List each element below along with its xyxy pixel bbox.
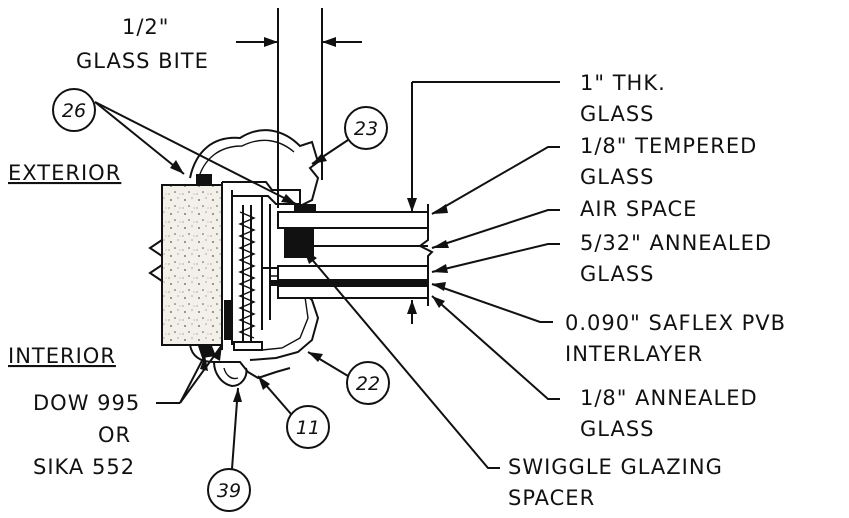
top-gasket [294,204,316,214]
arrow-pvb [432,282,446,291]
label-annealed-532-2: GLASS [580,262,654,286]
label-annealed-18-1: 1/8" ANNEALED [580,386,758,410]
glass-bite-dimension: 1/2" GLASS BITE [76,8,362,208]
arrow-tempered [432,204,448,214]
label-annealed-18-2: GLASS [580,417,654,441]
tempered-glass-lite [277,211,429,229]
exterior-cover-outline [189,129,320,207]
callout-11-circle [286,405,330,449]
label-air-space: AIR SPACE [580,197,697,221]
label-thk-1: 1" THK. [580,71,666,95]
thickness-arrowhead-bottom [407,300,417,314]
dimension-label: GLASS BITE [76,49,209,73]
thickness-dimension [407,81,560,324]
annealed-18-lite [277,285,429,299]
label-thk-2: GLASS [580,102,654,126]
callout-39-arrow [233,388,242,402]
thickness-arrowhead [407,198,417,212]
label-pvb-1: 0.090" SAFLEX PVB [565,311,786,335]
bottom-labels: DOW 995 OR SIKA 552 SWIGGLE GLAZING SPAC… [33,249,723,510]
callout-26: 26 [52,88,297,205]
arrow-air-space [432,240,449,248]
label-sealant-3: SIKA 552 [33,455,135,479]
swiggle-spacer [284,228,314,258]
bottom-clip-outline [189,344,291,380]
interior-label: INTERIOR [8,344,116,368]
pvb-interlayer [270,280,428,286]
label-annealed-532-1: 5/32" ANNEALED [580,231,772,255]
callout-39-circle [207,468,251,512]
glass-break-line [418,204,434,306]
callout-11-number: 11 [296,417,320,439]
arrow-annealed-18 [432,296,445,308]
right-labels: 1" THK. GLASS 1/8" TEMPERED GLASS AIR SP… [431,71,786,441]
arrow-annealed-532 [432,264,448,273]
label-pvb-2: INTERLAYER [565,342,703,366]
break-mark-upper [148,239,163,257]
callout-22: 22 [307,351,390,405]
callout-23-arrow [312,153,327,164]
callout-22-arrow [308,352,323,362]
break-mark-lower [148,264,163,282]
sealant-bead-side [224,300,232,340]
callout-26-arrow-a [170,160,184,174]
screw-thread [238,211,256,339]
callout-23-number: 23 [354,118,378,140]
label-sealant-1: DOW 995 [33,391,140,415]
frame-top-flange [222,181,301,205]
label-tempered-1: 1/8" TEMPERED [580,134,757,158]
leader-spacer [303,249,500,469]
leader-air-space [431,209,560,249]
leader-tempered [431,146,560,215]
callout-26-circle [52,88,96,132]
annealed-532-lite [277,265,429,281]
label-spacer-1: SWIGGLE GLAZING [508,455,723,479]
callout-23: 23 [311,106,388,165]
label-sealant-2: OR [98,423,131,447]
leader-annealed-532 [431,243,560,273]
callout-23-circle [344,106,388,150]
exterior-cover-inner [197,139,295,181]
label-tempered-2: GLASS [580,165,654,189]
concrete-substrate [161,184,223,346]
callout-26-number: 26 [62,100,86,122]
callout-26-leader-b [94,101,297,205]
dimension-arrowhead-right [322,37,336,47]
label-spacer-2: SPACER [508,486,595,510]
sealant-leader-a [179,354,206,404]
frame-extrusion [189,129,320,388]
callout-39: 39 [207,387,251,512]
callout-26-leader-a [94,101,185,175]
substrate-block [148,184,223,346]
leader-pvb [431,283,553,323]
sealant-bead-top [196,174,212,184]
screw-head [233,341,263,351]
callout-39-number: 39 [217,480,241,502]
glass-assembly [270,204,434,306]
leader-annealed-18 [431,295,560,400]
arrow-spacer [304,250,317,264]
exterior-label: EXTERIOR [8,161,121,185]
callout-22-circle [346,361,390,405]
sealant-bead-bottom [198,346,216,358]
callout-26-arrow-b [281,194,296,204]
bottom-clip-hook [213,361,248,388]
callout-22-number: 22 [356,373,380,395]
anchor-screw [233,205,263,351]
dimension-value: 1/2" [122,15,169,39]
sealant-arrow-b [213,345,222,361]
callout-11: 11 [257,375,330,449]
bottom-clip-hook-inner [223,367,239,380]
dimension-arrowhead-left [264,37,278,47]
callout-11-arrow [258,376,270,390]
